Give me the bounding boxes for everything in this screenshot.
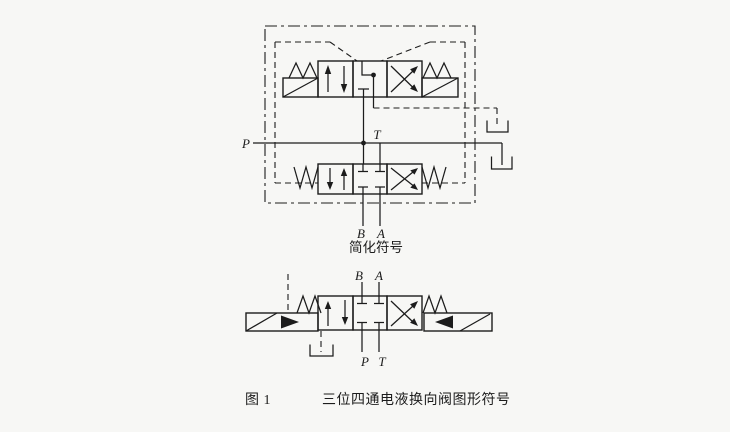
pilot-drain-line bbox=[372, 97, 509, 133]
port-label-a: A bbox=[376, 226, 385, 241]
spring-icon bbox=[293, 164, 319, 191]
spring-icon bbox=[421, 164, 447, 191]
crossed-flow-arrows bbox=[390, 300, 418, 327]
port-label-b: B bbox=[357, 226, 365, 241]
pilot-left-position-box bbox=[317, 60, 354, 98]
main-right-position-box bbox=[386, 163, 423, 195]
pilot-center-passages bbox=[358, 61, 376, 97]
solenoid-box bbox=[282, 77, 319, 98]
port-label-a: A bbox=[374, 268, 383, 283]
spring-icon bbox=[422, 61, 452, 80]
assembly-boundary-box bbox=[264, 25, 476, 204]
figure-caption: 图 1 三位四通电液换向阀图形符号 bbox=[245, 391, 511, 408]
blocked-center-ports bbox=[357, 296, 384, 330]
solenoid-pilot-box-right bbox=[423, 312, 493, 332]
crossed-flow-arrows bbox=[390, 65, 418, 93]
blocked-center-ports bbox=[358, 164, 385, 194]
pilot-valve bbox=[282, 60, 459, 98]
main-center-position-box bbox=[352, 163, 388, 195]
port-label-p: P bbox=[241, 136, 250, 151]
solenoid-pilot-box-left bbox=[245, 312, 319, 332]
tank-symbol bbox=[486, 120, 509, 133]
tank-symbol bbox=[309, 344, 334, 357]
left-position-box bbox=[317, 295, 354, 331]
crossed-flow-arrows bbox=[390, 167, 418, 191]
port-label-t: T bbox=[378, 354, 386, 369]
main-valve bbox=[293, 163, 447, 226]
detailed-symbol: P T B A bbox=[241, 25, 513, 241]
parallel-flow-arrows bbox=[324, 65, 348, 93]
pt-supply-line bbox=[253, 97, 513, 170]
port-label-t: T bbox=[373, 127, 381, 142]
right-position-box bbox=[386, 295, 423, 331]
pilot-triangle-icon bbox=[435, 315, 453, 329]
drain-line bbox=[309, 331, 334, 357]
simplified-symbol-heading: 简化符号 bbox=[349, 239, 403, 255]
parallel-flow-arrows bbox=[324, 300, 349, 326]
figure-number: 图 1 bbox=[245, 393, 271, 408]
port-label-b: B bbox=[355, 268, 363, 283]
port-label-p: P bbox=[360, 354, 369, 369]
pilot-enclosure-dashed-box bbox=[274, 41, 466, 184]
spring-icon bbox=[422, 294, 448, 315]
pilot-center-position-box bbox=[352, 60, 388, 98]
tank-symbol bbox=[490, 156, 513, 170]
parallel-flow-arrows bbox=[326, 168, 348, 190]
center-position-box bbox=[352, 295, 388, 331]
spring-icon bbox=[288, 61, 318, 80]
main-left-position-box bbox=[317, 163, 354, 195]
pilot-triangle-icon bbox=[281, 315, 299, 329]
solenoid-box bbox=[421, 77, 459, 98]
figure-title: 三位四通电液换向阀图形符号 bbox=[322, 391, 511, 408]
simplified-symbol: B A P T bbox=[245, 268, 493, 369]
